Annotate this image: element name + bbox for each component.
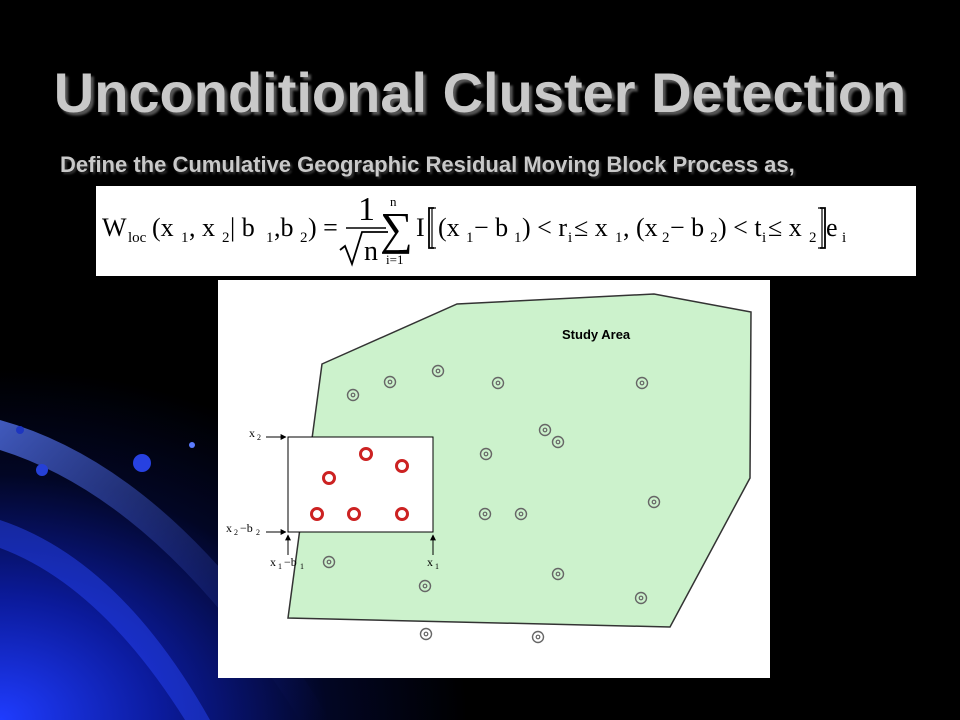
- sum-lower-limit: i=1: [386, 252, 403, 267]
- bracket-open-inner: [431, 207, 436, 249]
- point: [635, 376, 649, 390]
- formula-sub: 1: [514, 230, 522, 246]
- label-x1-minus-b1-b: −b: [284, 555, 297, 569]
- formula-args: ,b: [274, 213, 294, 242]
- study-area-region: [287, 293, 752, 628]
- formula-w: W: [102, 213, 127, 242]
- label-x2: x: [249, 426, 255, 440]
- formula-term: ≤ x: [574, 213, 608, 242]
- decorative-bubble: [189, 442, 195, 448]
- formula-sub: 2: [300, 230, 308, 246]
- formula-term: , (x: [623, 213, 658, 242]
- formula-term: ) < t: [718, 213, 762, 242]
- formula-sub: i: [568, 230, 572, 246]
- formula-args: | b: [230, 213, 255, 242]
- formula-sub: 1: [466, 230, 474, 246]
- formula-sub: 1: [181, 230, 189, 246]
- decorative-streak: [0, 420, 330, 720]
- slide-title: Unconditional Cluster Detection: [53, 61, 907, 124]
- formula-sub: i: [762, 230, 766, 246]
- formula-sub: 1: [615, 230, 623, 246]
- formula-args: , x: [189, 213, 215, 242]
- point: [538, 423, 552, 437]
- label-x2-minus-b2-sub2: 2: [256, 528, 260, 537]
- block-point: [395, 507, 409, 521]
- label-x1-minus-b1: x: [270, 555, 276, 569]
- point: [634, 591, 648, 605]
- formula-fraction-denominator: n: [364, 236, 378, 267]
- label-x1-sub: 1: [435, 562, 439, 571]
- decorative-bubble: [133, 454, 151, 472]
- label-x1-minus-b1-sub2: 1: [300, 562, 304, 571]
- point: [491, 376, 505, 390]
- bracket-close-inner: [818, 207, 823, 249]
- sum-upper-limit: n: [390, 194, 397, 209]
- point: [551, 435, 565, 449]
- point: [346, 388, 360, 402]
- formula-term: ) < r: [522, 213, 567, 242]
- formula-sub: i: [842, 230, 846, 246]
- label-x2-minus-b2-sub: 2: [234, 528, 238, 537]
- point: [418, 579, 432, 593]
- formula-args: (x: [152, 213, 174, 242]
- point: [647, 495, 661, 509]
- formula-term: ≤ x: [768, 213, 802, 242]
- formula-e: e: [826, 213, 838, 242]
- point: [551, 567, 565, 581]
- point: [383, 375, 397, 389]
- block-point: [310, 507, 324, 521]
- decorative-streak: [0, 520, 210, 720]
- point: [479, 447, 493, 461]
- label-x1-minus-b1-sub: 1: [278, 562, 282, 571]
- block-points: [310, 447, 409, 521]
- point: [514, 507, 528, 521]
- sqrt-sign: [339, 231, 388, 267]
- slide-subtitle: Define the Cumulative Geographic Residua…: [60, 152, 795, 177]
- point: [322, 555, 336, 569]
- label-x1: x: [427, 555, 433, 569]
- label-x2-sub: 2: [257, 433, 261, 442]
- formula-sub: 2: [222, 230, 230, 246]
- block-point: [322, 471, 336, 485]
- block-point: [359, 447, 373, 461]
- formula-sub: 2: [662, 230, 670, 246]
- formula-term: (x: [438, 213, 460, 242]
- decorative-bubble: [16, 426, 24, 434]
- sum-sigma: ∑: [380, 203, 413, 254]
- point: [419, 627, 433, 641]
- block-point: [395, 459, 409, 473]
- study-area-label: Study Area: [562, 327, 631, 342]
- point: [478, 507, 492, 521]
- formula-term: − b: [474, 213, 508, 242]
- label-x2-minus-b2: x: [226, 521, 232, 535]
- label-x2-minus-b2-b: −b: [240, 521, 253, 535]
- residual-points: [322, 364, 661, 644]
- decorative-bubble: [36, 464, 48, 476]
- process-formula: W loc (x 1 , x 2 | b 1 ,b 2 ) = 1 n n ∑ …: [96, 186, 916, 276]
- formula-sub: 2: [710, 230, 718, 246]
- formula-indicator: I: [416, 213, 425, 242]
- formula-args: ) =: [308, 213, 338, 242]
- formula-sub: 2: [809, 230, 817, 246]
- formula-sub: 1: [266, 230, 274, 246]
- study-area-diagram: Study Area: [218, 280, 770, 678]
- formula-loc-subscript: loc: [128, 230, 147, 246]
- block-point: [347, 507, 361, 521]
- point: [431, 364, 445, 378]
- formula-fraction-numerator: 1: [358, 191, 375, 228]
- formula-term: − b: [670, 213, 704, 242]
- point: [531, 630, 545, 644]
